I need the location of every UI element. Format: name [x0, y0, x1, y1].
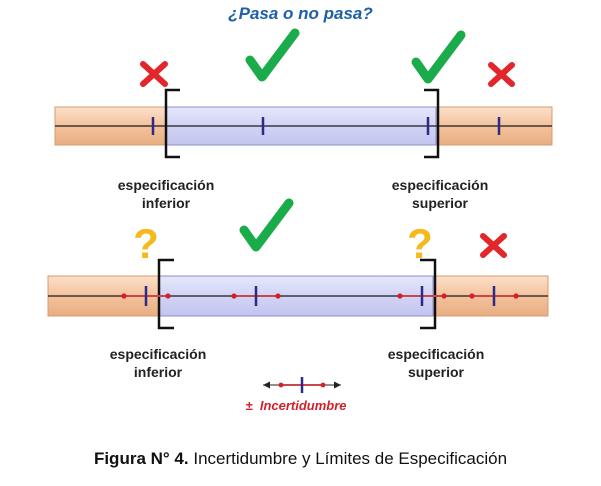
top-row-measurement-ticks — [151, 117, 501, 135]
svg-text:?: ? — [407, 220, 433, 267]
diagram-title: ¿Pasa o no pasa? — [228, 4, 373, 23]
bottom-row-upper-bracket — [420, 258, 437, 330]
svg-text:?: ? — [133, 220, 159, 267]
question-mark-icon: ? — [407, 220, 433, 267]
cross-icon — [140, 61, 168, 87]
top-row-lower-bracket — [164, 88, 180, 159]
top-row-band — [54, 106, 553, 146]
bottom-row-measurement-ticks — [144, 286, 496, 306]
label-line: superior — [407, 364, 464, 380]
question-mark-icon: ? — [133, 220, 159, 267]
top-row-upper-bracket — [424, 88, 440, 159]
uncertainty-legend-label: ± Incertidumbre — [196, 398, 396, 413]
bottom-lower-spec-label: especificación inferior — [88, 345, 228, 381]
label-line: especificación — [117, 177, 215, 193]
bottom-row-band — [47, 275, 549, 317]
plus-minus-symbol: ± — [245, 398, 253, 413]
label-line: especificación — [391, 177, 489, 193]
top-lower-spec-label: especificación inferior — [96, 176, 236, 212]
label-line: inferior — [133, 364, 183, 380]
label-line: especificación — [387, 346, 485, 362]
label-line: superior — [411, 195, 468, 211]
cross-icon — [488, 62, 515, 87]
bottom-upper-spec-label: especificación superior — [366, 345, 506, 381]
uncertainty-text: Incertidumbre — [259, 398, 347, 413]
check-icon — [239, 198, 294, 252]
check-icon — [245, 28, 300, 82]
label-line: inferior — [141, 195, 191, 211]
label-line: especificación — [109, 346, 207, 362]
check-icon — [411, 30, 466, 84]
uncertainty-legend-glyph — [263, 377, 341, 393]
caption-prefix: Figura N° 4. — [93, 449, 189, 468]
caption-text: Incertidumbre y Límites de Especificació… — [193, 449, 508, 468]
bottom-row-lower-bracket — [157, 258, 174, 330]
top-upper-spec-label: especificación superior — [370, 176, 510, 212]
cross-icon — [480, 233, 507, 258]
figure-caption: Figura N° 4. Incertidumbre y Límites de … — [0, 449, 601, 469]
